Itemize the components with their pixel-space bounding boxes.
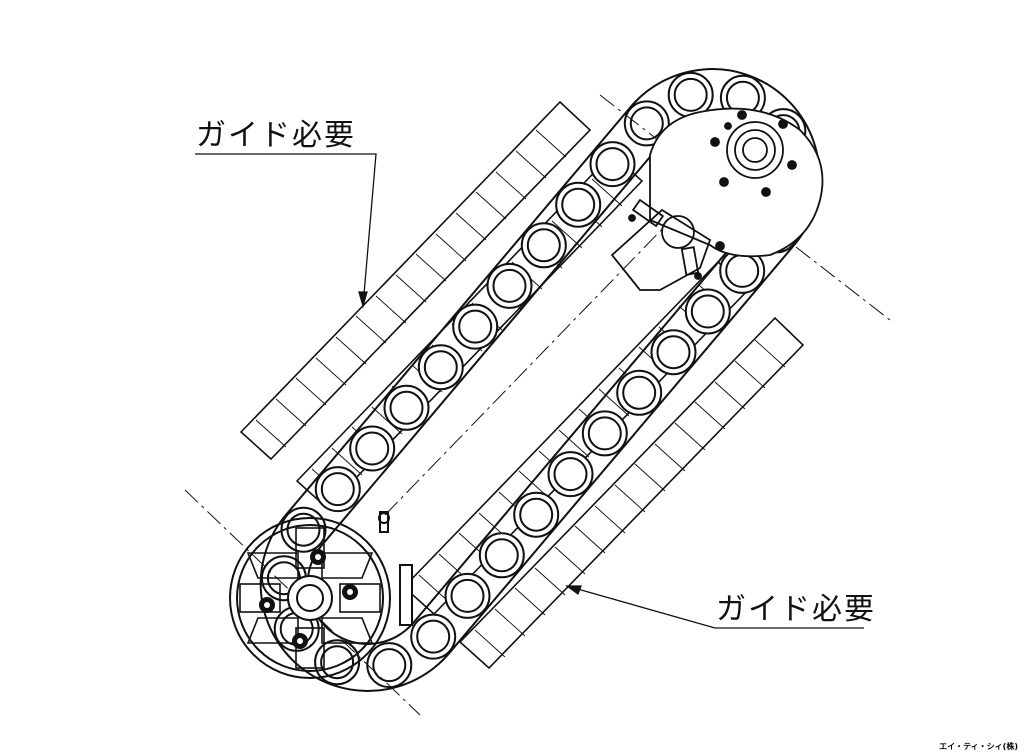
chain-roller-bore — [561, 187, 596, 222]
chain-roller-bore — [629, 106, 664, 141]
chain-roller-bore — [492, 268, 527, 303]
chain-roller-bore — [587, 416, 622, 451]
chain-roller-bore — [355, 431, 390, 466]
chain-roller-bore — [690, 294, 725, 329]
guide-required-note-lower: ガイド必要 — [716, 592, 876, 627]
guide-required-note-upper: ガイド必要 — [196, 118, 356, 153]
chain-roller-bore — [389, 390, 424, 425]
drive-sprocket — [229, 511, 413, 679]
chain-roller-bore — [484, 538, 519, 573]
chain-roller-bore — [526, 228, 561, 263]
chain-roller-bore — [595, 147, 630, 182]
chain-roller-bore — [286, 512, 321, 547]
chain-roller-bore — [519, 497, 554, 532]
chain-roller-bore — [416, 619, 451, 654]
chain-roller-bore — [372, 648, 407, 683]
company-stamp: エイ・ティ・シィ(株) — [939, 742, 1018, 751]
chain-roller-bore — [673, 77, 708, 112]
chain-roller-bore — [622, 375, 657, 410]
chain-roller-bore — [320, 645, 355, 680]
chain-roller-bore — [553, 457, 588, 492]
chain-roller-bore — [458, 309, 493, 344]
chain-roller-bore — [450, 578, 485, 613]
idler-sprocket — [610, 107, 824, 291]
chain-roller-bore — [320, 472, 355, 507]
chain-roller-bore — [656, 335, 691, 370]
leader-lines — [195, 153, 864, 629]
chain-roller-bore — [423, 350, 458, 385]
